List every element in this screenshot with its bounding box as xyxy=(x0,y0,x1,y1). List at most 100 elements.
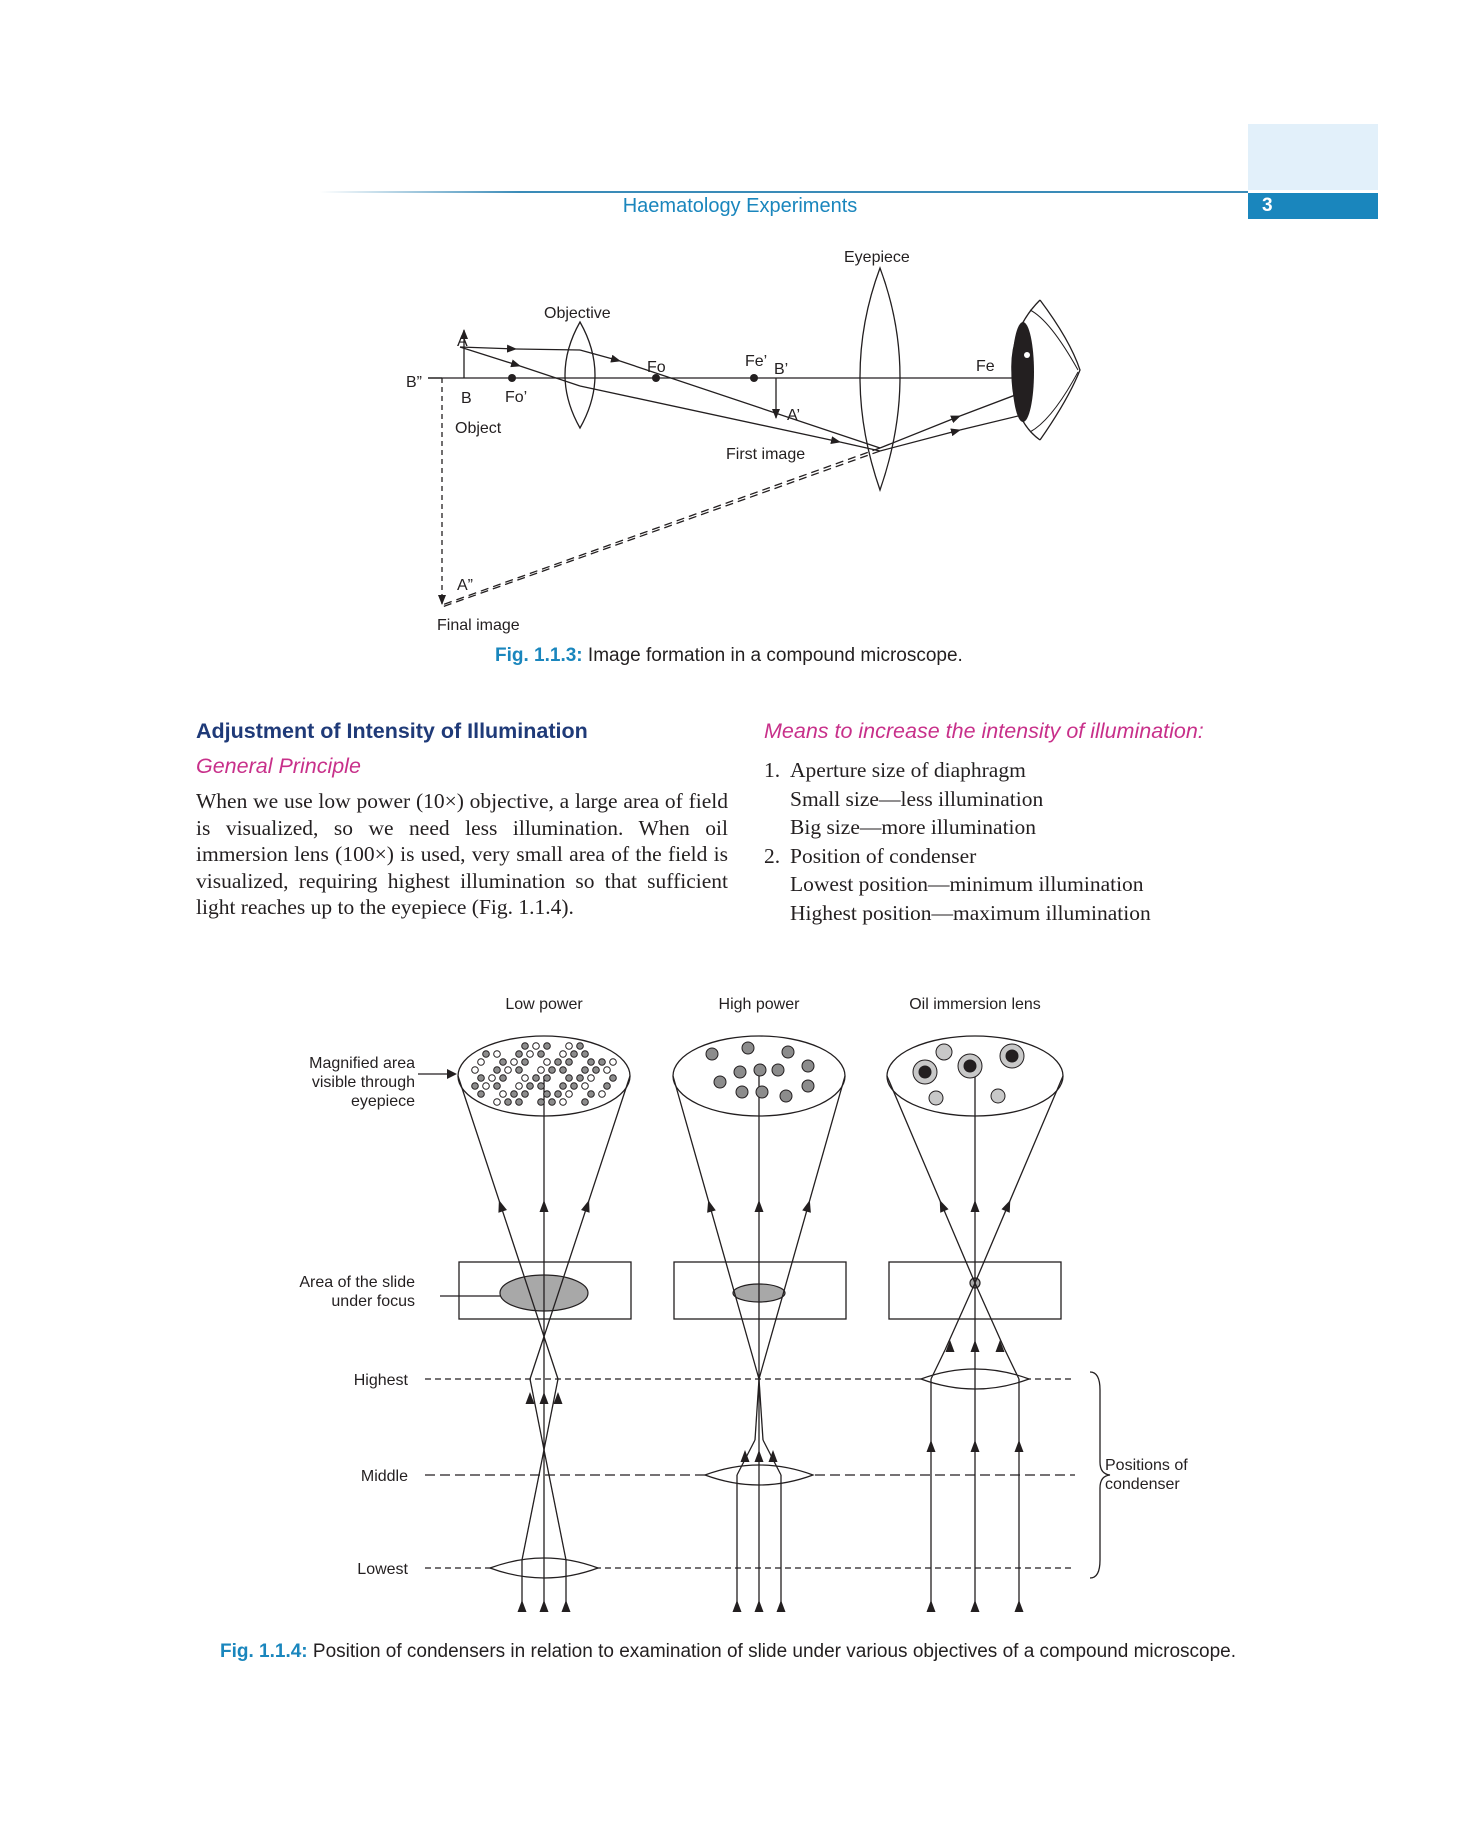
field-low xyxy=(457,1035,631,1117)
cell-low-3 xyxy=(565,1042,573,1050)
cell-low-62 xyxy=(493,1098,501,1106)
cell-low-31 xyxy=(592,1066,600,1074)
ray-arrow-oil-low-1 xyxy=(970,1340,980,1352)
cell-low-47 xyxy=(526,1082,534,1090)
cell-low-57 xyxy=(543,1090,551,1098)
cell-low-23 xyxy=(471,1066,479,1074)
cell-low-66 xyxy=(548,1098,556,1106)
cell-low-16 xyxy=(521,1058,529,1066)
section-subheading: General Principle xyxy=(196,754,361,778)
cell-high-7 xyxy=(771,1063,785,1077)
cell-low-46 xyxy=(515,1082,523,1090)
slide-label-1: Area of the slide xyxy=(299,1274,415,1291)
means-heading: Means to increase the intensity of illum… xyxy=(764,719,1204,743)
cell-low-15 xyxy=(510,1058,518,1066)
cell-low-27 xyxy=(537,1066,545,1074)
slide-high xyxy=(673,1261,847,1320)
ray-oil-0 xyxy=(886,1075,976,1284)
means-list: 1.Aperture size of diaphragm Small size—… xyxy=(764,756,1151,927)
cell-low-64 xyxy=(515,1098,523,1106)
cell-oil-2 xyxy=(928,1090,944,1106)
cell-low-38 xyxy=(543,1074,551,1082)
cell-low-65 xyxy=(537,1098,545,1106)
condenser-high-middle xyxy=(703,1464,815,1486)
cell-low-5 xyxy=(482,1050,490,1058)
cell-high-8 xyxy=(801,1079,815,1093)
cell-low-1 xyxy=(532,1042,540,1050)
means-item-2: 2.Position of condenser xyxy=(764,843,977,868)
magnified-label-3: eyepiece xyxy=(351,1093,415,1110)
cell-low-49 xyxy=(559,1082,567,1090)
cell-low-34 xyxy=(488,1074,496,1082)
cell-low-4 xyxy=(576,1042,584,1050)
condenser-brace xyxy=(1089,1371,1111,1579)
ray-arrow-oil-mid-1 xyxy=(970,1440,980,1452)
ray-arrow-oil-mid-0 xyxy=(926,1440,936,1452)
cell-low-11 xyxy=(570,1050,578,1058)
column-label-oil: Oil immersion lens xyxy=(909,996,1041,1013)
cell-oil-outer-1 xyxy=(957,1053,983,1079)
cell-low-9 xyxy=(537,1050,545,1058)
cell-low-29 xyxy=(559,1066,567,1074)
cell-low-10 xyxy=(559,1050,567,1058)
cell-low-56 xyxy=(521,1090,529,1098)
label-b: B xyxy=(461,390,472,407)
cell-low-25 xyxy=(504,1066,512,1074)
header-rule xyxy=(320,191,1248,193)
cell-high-6 xyxy=(753,1063,767,1077)
cell-low-48 xyxy=(537,1082,545,1090)
ray-high-0 xyxy=(754,1378,760,1441)
label-eyepiece: Eyepiece xyxy=(844,249,910,266)
level-label-middle: Middle xyxy=(361,1468,408,1485)
label-fo: Fo xyxy=(647,359,666,376)
label-fo-prime: Fo’ xyxy=(505,389,527,406)
focus-area-low xyxy=(499,1274,589,1312)
cell-low-33 xyxy=(477,1074,485,1082)
condenser-low-lowest xyxy=(488,1557,600,1579)
ray-low-2 xyxy=(529,1075,631,1380)
slide-oil xyxy=(888,1261,1062,1320)
cell-low-68 xyxy=(581,1098,589,1106)
cell-low-54 xyxy=(499,1090,507,1098)
cell-low-35 xyxy=(499,1074,507,1082)
ray-arrow-high-top-1 xyxy=(754,1200,764,1212)
cell-high-4 xyxy=(713,1075,727,1089)
section-heading: Adjustment of Intensity of Illumination xyxy=(196,719,588,743)
means-item-2-line-2: Highest position—maximum illumination xyxy=(790,900,1151,925)
focus-area-high xyxy=(732,1283,786,1303)
cell-low-7 xyxy=(515,1050,523,1058)
magnified-label-1: Magnified area xyxy=(309,1055,415,1072)
cell-low-18 xyxy=(554,1058,562,1066)
cell-high-5 xyxy=(733,1065,747,1079)
cell-low-39 xyxy=(565,1074,573,1082)
cell-low-53 xyxy=(477,1090,485,1098)
cell-low-26 xyxy=(515,1066,523,1074)
ray-arrow-oil-top-1 xyxy=(970,1200,980,1212)
ray-high-2 xyxy=(758,1378,764,1441)
cell-low-36 xyxy=(521,1074,529,1082)
eyepiece-lens xyxy=(859,266,901,492)
cell-low-6 xyxy=(493,1050,501,1058)
header-tab-background xyxy=(1248,124,1378,190)
magnified-label-2: visible through xyxy=(312,1074,415,1091)
ray-arrow-low-mid-0 xyxy=(553,1392,563,1404)
cell-low-63 xyxy=(504,1098,512,1106)
cell-low-28 xyxy=(548,1066,556,1074)
eye-outline xyxy=(1011,299,1081,441)
label-objective: Objective xyxy=(544,305,611,322)
field-high xyxy=(672,1035,846,1117)
body-paragraph: When we use low power (10×) objective, a… xyxy=(196,789,728,920)
focal-point-fo xyxy=(652,374,660,382)
ray-arrow-high-mid-2 xyxy=(768,1450,778,1462)
cell-low-61 xyxy=(598,1090,606,1098)
figure-caption-2-text: Position of condensers in relation to ex… xyxy=(307,1641,1236,1662)
cell-low-43 xyxy=(471,1082,479,1090)
focus-area-oil xyxy=(969,1277,981,1289)
positions-label-2: condenser xyxy=(1105,1476,1180,1493)
cell-low-19 xyxy=(565,1058,573,1066)
ray-arrow-low-bottom-0 xyxy=(517,1600,527,1612)
cell-low-37 xyxy=(532,1074,540,1082)
ray-arrow-low-mid-2 xyxy=(525,1392,535,1404)
cell-low-42 xyxy=(609,1074,617,1082)
cell-low-40 xyxy=(576,1074,584,1082)
